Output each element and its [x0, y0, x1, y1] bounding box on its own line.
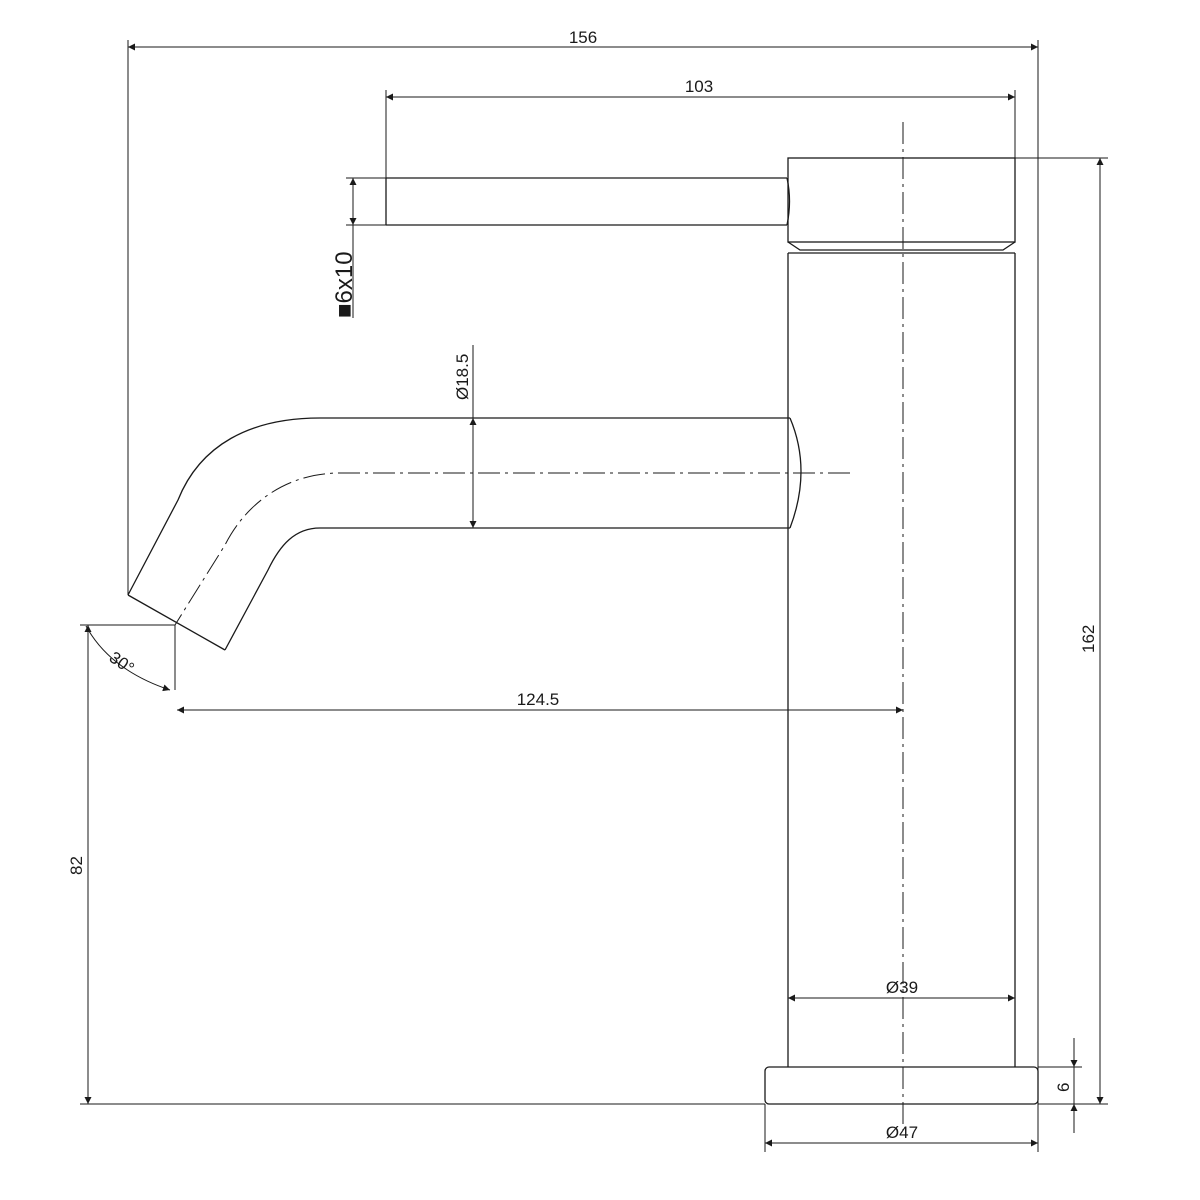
lever-cap — [787, 157, 1016, 251]
label-lever-length: 103 — [685, 77, 713, 96]
dimension-spout-height: 82 — [67, 624, 765, 1105]
center-lines — [174, 122, 904, 1130]
dimension-overall-width: 156 — [127, 28, 1039, 1104]
label-spout-height: 82 — [67, 856, 86, 875]
label-body-diameter: Ø39 — [886, 978, 918, 997]
dimension-spout-reach: 124.5 — [177, 690, 903, 714]
dimension-spout-angle: 30° — [85, 625, 176, 692]
faucet-outline — [127, 122, 1039, 1130]
label-lever-section: ■6x10 — [331, 251, 358, 318]
lever-handle — [385, 177, 791, 226]
dimension-spout-diameter: Ø18.5 — [453, 345, 477, 528]
label-overall-height: 162 — [1079, 625, 1098, 653]
label-base-thickness: 6 — [1054, 1083, 1073, 1092]
spout — [127, 417, 802, 651]
label-spout-diameter: Ø18.5 — [453, 354, 472, 400]
dimension-body-diameter: Ø39 — [788, 978, 1015, 1002]
dimension-base-thickness: 6 — [1038, 1038, 1082, 1133]
label-spout-reach: 124.5 — [517, 690, 560, 709]
faucet-body — [787, 252, 1016, 1067]
dimension-base-diameter: Ø47 — [764, 1104, 1039, 1152]
dimension-lever-section: ■6x10 — [331, 177, 386, 318]
label-base-diameter: Ø47 — [886, 1123, 918, 1142]
dimension-lever-length: 103 — [385, 77, 1016, 178]
dimension-overall-height: 162 — [1015, 157, 1108, 1105]
dimension-lines: 156 103 ■6x10 Ø18.5 30° — [67, 28, 1108, 1152]
base-plate — [764, 1066, 1039, 1105]
label-overall-width: 156 — [569, 28, 597, 47]
